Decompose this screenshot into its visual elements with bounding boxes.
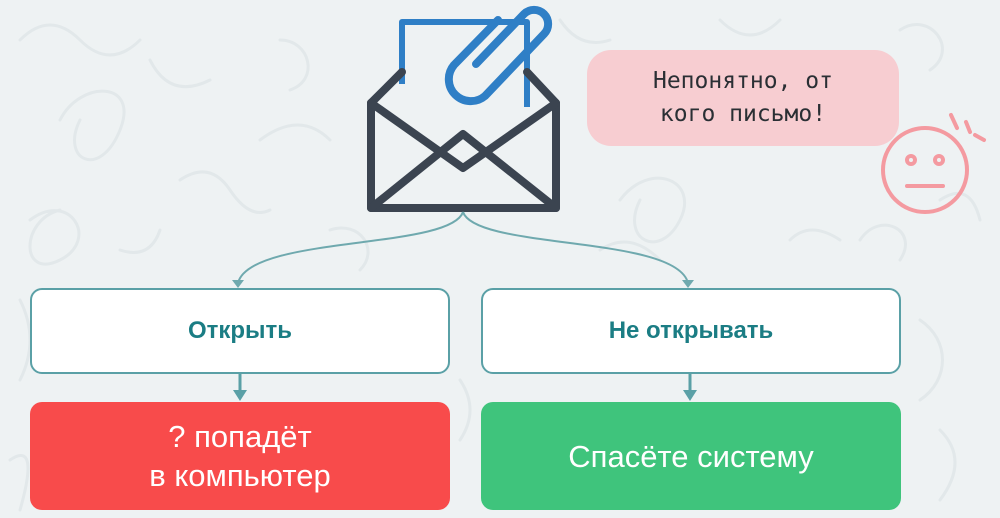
outcome-skip-box: Спасёте систему — [481, 402, 901, 510]
outcome-arrow — [238, 374, 692, 392]
branch-arrowhead-open — [232, 280, 244, 288]
choice-open-label: Открыть — [187, 317, 293, 344]
speech-bubble-line: Непонятно, от — [652, 68, 833, 94]
branch-arrowhead-skip — [682, 280, 694, 288]
outcome-open-box: ? попадёт в компьютер — [30, 402, 450, 510]
choice-skip-label: Не открывать — [608, 317, 774, 344]
speech-bubble-line: кого письмо! — [659, 101, 827, 127]
outcome-skip-line: Спасёте систему — [568, 438, 814, 474]
choice-skip-box: Не открывать — [481, 288, 901, 374]
paperclip-icon — [444, 5, 553, 106]
outcome-open-line: ? попадёт — [168, 419, 312, 454]
speech-bubble: Непонятно, от кого письмо! — [587, 50, 899, 146]
outcome-arrowhead-skip — [683, 390, 697, 401]
outcome-arrowhead-open — [233, 390, 247, 401]
envelope-icon — [367, 68, 560, 212]
letter-icon — [399, 19, 530, 107]
choice-open-box: Открыть — [30, 288, 450, 374]
outcome-open-line: в компьютер — [149, 458, 331, 493]
neutral-face-icon — [881, 113, 986, 214]
branch-connector — [237, 211, 689, 284]
